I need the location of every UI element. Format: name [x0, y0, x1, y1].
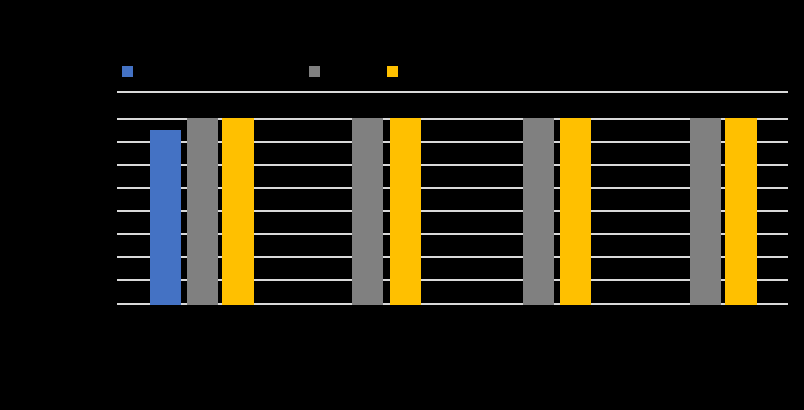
gridline [117, 118, 788, 120]
chart-legend [117, 60, 788, 82]
gridline [117, 210, 788, 212]
y-axis-tick-labels [0, 80, 114, 320]
bar-group-2-series-3[interactable] [390, 118, 421, 305]
gridline [117, 141, 788, 143]
legend-swatch-icon [122, 65, 133, 77]
bar-group-3-series-3[interactable] [560, 118, 591, 305]
gridline [117, 279, 788, 281]
bar-group-1-series-1[interactable] [150, 130, 181, 305]
bar-group-4-series-2[interactable] [690, 118, 721, 305]
x-axis-category-labels [117, 310, 788, 356]
bar-group-2-series-2[interactable] [352, 118, 383, 305]
plot-area [117, 91, 788, 305]
gridline [117, 91, 788, 93]
bars-layer [117, 91, 788, 305]
gridline [117, 233, 788, 235]
legend-item-3[interactable] [387, 60, 404, 82]
x-axis-line [117, 303, 788, 305]
bar-group-4-series-3[interactable] [725, 118, 757, 305]
legend-item-1[interactable] [122, 60, 139, 82]
bar-group-1-series-2[interactable] [187, 118, 218, 305]
gridline [117, 187, 788, 189]
legend-item-2[interactable] [309, 60, 326, 82]
gridline [117, 164, 788, 166]
bar-group-1-series-3[interactable] [222, 118, 254, 305]
legend-swatch-icon [387, 65, 398, 77]
bar-group-3-series-2[interactable] [523, 118, 554, 305]
gridline [117, 256, 788, 258]
legend-swatch-icon [309, 65, 320, 77]
